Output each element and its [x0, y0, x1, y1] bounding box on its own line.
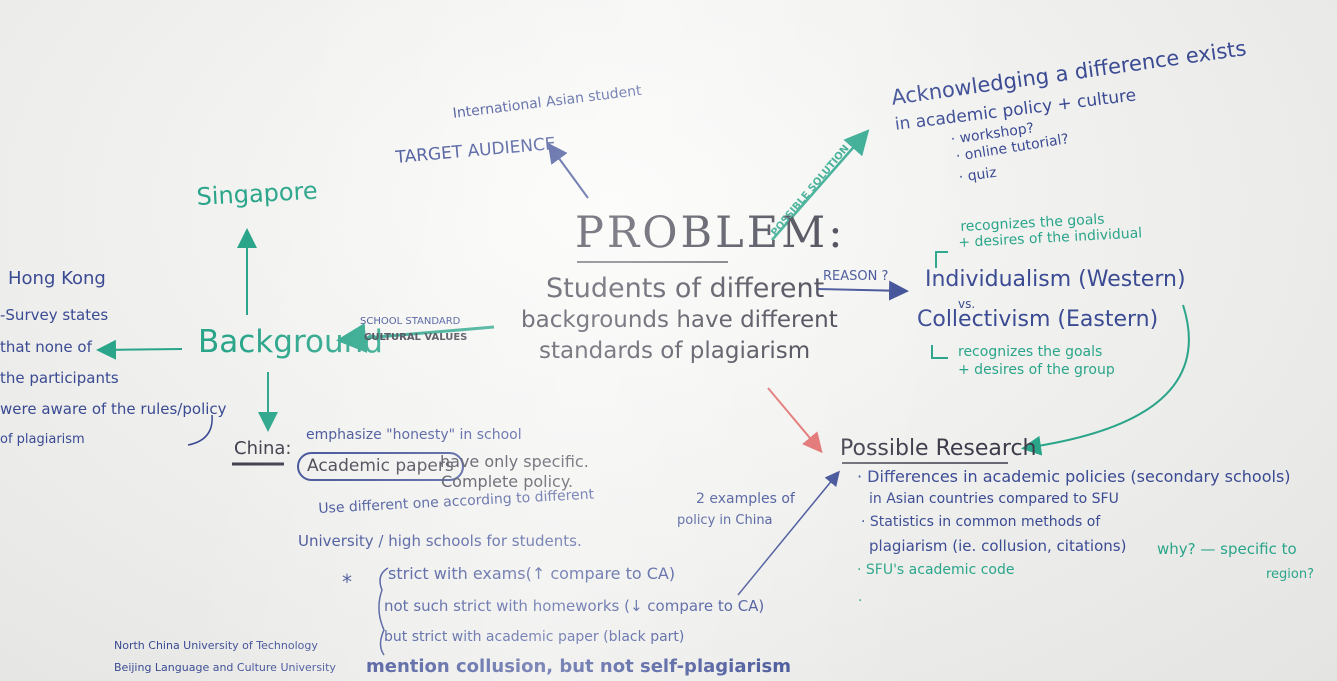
university-1: North China University of Technology [114, 639, 318, 652]
research-item-2b: plagiarism (ie. collusion, citations) [869, 537, 1127, 555]
examples-line-2: policy in China [677, 513, 773, 528]
china-complete-policy: Complete policy. [441, 472, 574, 491]
hongkong-note-3: the participants [0, 369, 119, 387]
singapore-label: Singapore [195, 176, 319, 211]
china-strict-exams: strict with exams(↑ compare to CA) [388, 564, 676, 583]
school-standard-label: SCHOOL STANDARD [360, 316, 461, 327]
background-label: Background [198, 324, 383, 360]
arrow-to-target-audience [547, 142, 589, 199]
china-but-strict: but strict with academic paper (black pa… [384, 629, 685, 645]
research-item-1a: · Differences in academic policies (seco… [857, 467, 1291, 486]
hongkong-note-5: of plagiarism [0, 432, 85, 447]
collectivism-note-1: recognizes the goals [958, 344, 1103, 360]
arrow-to-background [336, 323, 495, 353]
china-star: * [342, 570, 352, 594]
arrow-collectivism-to-research [1021, 304, 1190, 456]
china-university: University / high schools for students. [298, 532, 582, 550]
research-item-3: · SFU's academic code [857, 562, 1015, 578]
china-not-such-strict: not such strict with homeworks (↓ compar… [384, 597, 765, 615]
problem-line-1: Students of different [546, 273, 825, 304]
problem-line-3: standards of plagiarism [539, 338, 811, 364]
research-item-4-dot: · [858, 593, 863, 609]
research-region: region? [1266, 567, 1315, 582]
examples-line-1: 2 examples of [696, 491, 795, 507]
arrow-to-reason [817, 280, 909, 301]
collectivism-label: Collectivism (Eastern) [917, 307, 1159, 332]
hongkong-note-4: were aware of the rules/policy [0, 400, 227, 418]
china-papers-rest: have only specific. [440, 452, 589, 471]
bracket-individualism [935, 251, 948, 268]
arrow-to-research [767, 387, 823, 454]
china-label: China: [234, 438, 292, 459]
academic-papers-oval: Academic papers [297, 452, 464, 481]
hongkong-note-2: that none of [0, 338, 92, 356]
university-2: Beijing Language and Culture University [114, 661, 336, 674]
vs-label: vs. [958, 297, 976, 311]
arrow-examples-to-research [737, 470, 840, 596]
research-item-2a: · Statistics in common methods of [861, 514, 1101, 530]
problem-line-2: backgrounds have different [521, 307, 838, 333]
arrow-to-solution [771, 129, 870, 241]
china-mention-collusion: mention collusion, but not self-plagiari… [366, 656, 791, 677]
bracket-collectivism [931, 345, 948, 359]
individualism-label: Individualism (Western) [925, 267, 1186, 292]
cultural-values-label: CULTURAL VALUES [364, 332, 468, 343]
possible-research-title: Possible Research [840, 436, 1037, 461]
hongkong-label: Hong Kong [8, 268, 106, 289]
arrow-to-hongkong [96, 339, 183, 360]
research-why: why? — specific to [1157, 540, 1297, 558]
hongkong-bracket [187, 414, 213, 446]
reason-label: REASON ? [823, 269, 889, 284]
problem-title: PROBLEM: [575, 208, 846, 258]
research-item-1b: in Asian countries compared to SFU [869, 491, 1119, 507]
collectivism-note-2: + desires of the group [958, 362, 1115, 378]
china-emphasize: emphasize "honesty" in school [306, 427, 522, 443]
brace-china-list [378, 567, 389, 656]
hongkong-note-1: -Survey states [0, 306, 109, 324]
